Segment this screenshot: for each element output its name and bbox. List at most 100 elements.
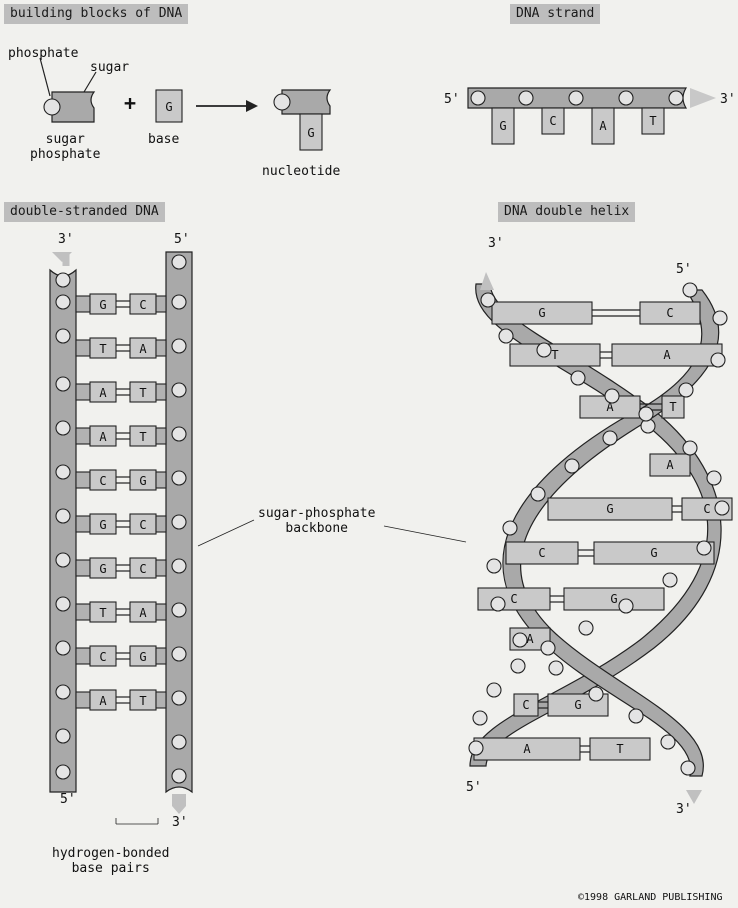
strand-base-letter: A — [599, 119, 607, 133]
helix-phosphate — [683, 441, 697, 455]
helix-phosphate — [713, 311, 727, 325]
double-helix-diagram: GCTAATAGCCGCGACGAT — [469, 272, 732, 804]
left-backbone-phosphate — [56, 295, 70, 309]
helix-base-letter: G — [574, 698, 581, 712]
ladder-left-stub — [76, 472, 90, 488]
helix-phosphate — [565, 459, 579, 473]
helix-phosphate — [715, 501, 729, 515]
ladder-left-stub — [76, 692, 90, 708]
ladder-left-stub — [76, 604, 90, 620]
helix-phosphate — [707, 471, 721, 485]
sugar-phosphate-block — [40, 58, 96, 122]
strand-phosphate — [619, 91, 633, 105]
helix-base-letter: C — [703, 502, 710, 516]
nucleotide-block: G — [274, 90, 330, 150]
ladder-left-base-letter: G — [99, 298, 106, 312]
right-backbone-phosphate — [172, 339, 186, 353]
helix-phosphate — [605, 389, 619, 403]
ladder-left-base-letter: T — [99, 342, 106, 356]
helix-phosphate — [549, 661, 563, 675]
helix-phosphate — [473, 711, 487, 725]
nucleotide-g-letter: G — [307, 126, 314, 140]
left-backbone-phosphate — [56, 685, 70, 699]
right-backbone-phosphate — [172, 559, 186, 573]
ladder-left-stub — [76, 428, 90, 444]
helix-base-letter: G — [538, 306, 545, 320]
ladder-right-stub — [156, 516, 166, 532]
right-backbone-phosphate — [172, 603, 186, 617]
ladder-right-base-letter: G — [139, 474, 146, 488]
helix-phosphate — [537, 343, 551, 357]
ladder-right-stub — [156, 560, 166, 576]
helix-base-letter: G — [606, 502, 613, 516]
ladder-right-base-letter: G — [139, 650, 146, 664]
helix-phosphate — [663, 573, 677, 587]
left-backbone-phosphate — [56, 273, 70, 287]
right-backbone-phosphate — [172, 735, 186, 749]
helix-phosphate — [629, 709, 643, 723]
helix-phosphate — [491, 597, 505, 611]
strand-base-letter: G — [499, 119, 506, 133]
right-backbone-phosphate — [172, 255, 186, 269]
ladder-right-base-letter: C — [139, 562, 146, 576]
strand-base-letter: T — [649, 114, 656, 128]
base-g-letter: G — [165, 100, 172, 114]
right-backbone-phosphate — [172, 647, 186, 661]
left-backbone-phosphate — [56, 421, 70, 435]
helix-phosphate — [589, 687, 603, 701]
ladder-right-stub — [156, 428, 166, 444]
ladder-left-stub — [76, 648, 90, 664]
right-backbone-phosphate — [172, 515, 186, 529]
ladder-left-base-letter: G — [99, 518, 106, 532]
ladder-left-base-letter: A — [99, 386, 107, 400]
helix-base-letter: A — [526, 632, 534, 646]
helix-base-letter: G — [610, 592, 617, 606]
helix-phosphate — [711, 353, 725, 367]
backbone-leader-lines — [198, 520, 466, 546]
ladder-left-stub — [76, 384, 90, 400]
left-backbone-phosphate — [56, 329, 70, 343]
ladder-right-stub — [156, 604, 166, 620]
right-backbone-phosphate — [172, 769, 186, 783]
ladder-right-stub — [156, 296, 166, 312]
ladder-left-stub — [76, 296, 90, 312]
helix-phosphate — [661, 735, 675, 749]
helix-base-letter: A — [523, 742, 531, 756]
helix-phosphate — [487, 683, 501, 697]
strand-phosphate — [569, 91, 583, 105]
helix-base-letter: C — [538, 546, 545, 560]
strand-phosphate — [471, 91, 485, 105]
left-backbone-phosphate — [56, 729, 70, 743]
ladder-right-stub — [156, 384, 166, 400]
helix-phosphate — [603, 431, 617, 445]
right-backbone-phosphate — [172, 383, 186, 397]
ladder-right-base-letter: C — [139, 518, 146, 532]
reaction-arrow — [196, 100, 258, 112]
dna-strand-diagram: GCAT — [468, 88, 716, 144]
helix-base-letter: A — [666, 458, 674, 472]
right-backbone-phosphate — [172, 691, 186, 705]
helix-phosphate — [683, 283, 697, 297]
ladder-right-base-letter: T — [139, 430, 146, 444]
ladder-right-base-letter: T — [139, 386, 146, 400]
ladder-left-base-letter: C — [99, 650, 106, 664]
ladder-right-base-letter: A — [139, 606, 147, 620]
ladder-right-base-letter: A — [139, 342, 147, 356]
left-backbone-phosphate — [56, 641, 70, 655]
helix-phosphate — [499, 329, 513, 343]
left-backbone-phosphate — [56, 465, 70, 479]
ladder-left-base-letter: T — [99, 606, 106, 620]
left-backbone-phosphate — [56, 553, 70, 567]
helix-base-letter: C — [666, 306, 673, 320]
right-backbone-phosphate — [172, 471, 186, 485]
ladder-right-base-letter: T — [139, 694, 146, 708]
strand-base-letter: C — [549, 114, 556, 128]
helix-phosphate — [481, 293, 495, 307]
ladder-right-base-letter: C — [139, 298, 146, 312]
right-backbone-phosphate — [172, 427, 186, 441]
helix-phosphate — [469, 741, 483, 755]
helix-base-letter: T — [616, 742, 623, 756]
helix-phosphate — [681, 761, 695, 775]
